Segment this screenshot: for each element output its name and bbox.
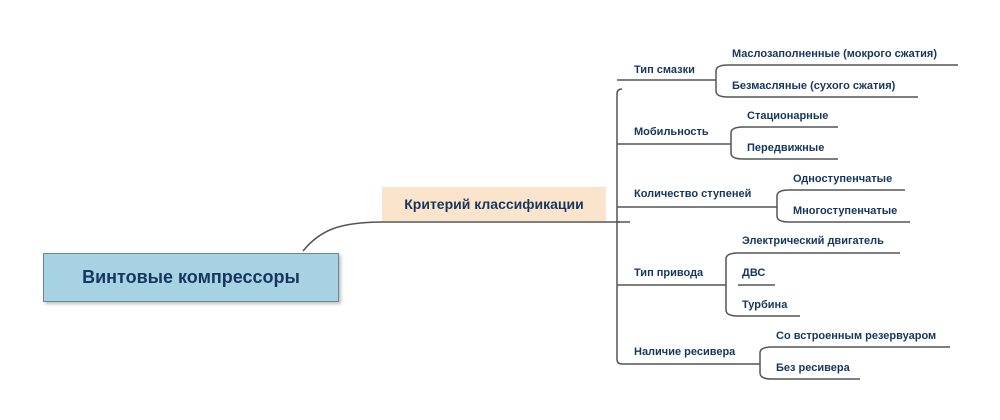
criterion-node[interactable]: Критерий классификации	[382, 187, 606, 221]
leaf-electric-motor[interactable]: Электрический двигатель	[742, 235, 884, 247]
leaf-turbine[interactable]: Турбина	[742, 299, 788, 311]
leaf-built-in-tank[interactable]: Со встроенным резервуаром	[776, 330, 937, 342]
leaf-no-receiver[interactable]: Без ресивера	[776, 362, 850, 374]
leaf-multi-stage[interactable]: Многоступенчатые	[793, 205, 898, 217]
leaf-ice[interactable]: ДВС	[742, 267, 766, 279]
leaf-oil-free[interactable]: Безмасляные (сухого сжатия)	[732, 80, 896, 92]
leaf-oil-flooded[interactable]: Маслозаполненные (мокрого сжатия)	[732, 48, 938, 60]
leaf-bracket-2	[776, 189, 790, 223]
leaf-bracket-3	[725, 252, 739, 317]
leaf-stationary[interactable]: Стационарные	[747, 110, 829, 122]
category-receiver[interactable]: Наличие ресивера	[634, 346, 736, 358]
leaf-bracket-4	[759, 346, 773, 380]
category-mobility[interactable]: Мобильность	[634, 126, 709, 138]
leaf-bracket-0	[715, 64, 729, 98]
leaf-single-stage[interactable]: Одноступенчатые	[793, 173, 893, 185]
leaf-mobile[interactable]: Передвижные	[747, 142, 825, 154]
connector-root-criterion	[302, 221, 384, 252]
category-drive[interactable]: Тип привода	[634, 267, 704, 279]
category-lubrication[interactable]: Тип смазки	[634, 64, 695, 76]
leaf-bracket-1	[730, 126, 744, 160]
category-stages[interactable]: Количество ступеней	[634, 188, 752, 200]
root-node[interactable]: Винтовые компрессоры	[43, 253, 339, 302]
connector-trunk	[616, 88, 623, 365]
